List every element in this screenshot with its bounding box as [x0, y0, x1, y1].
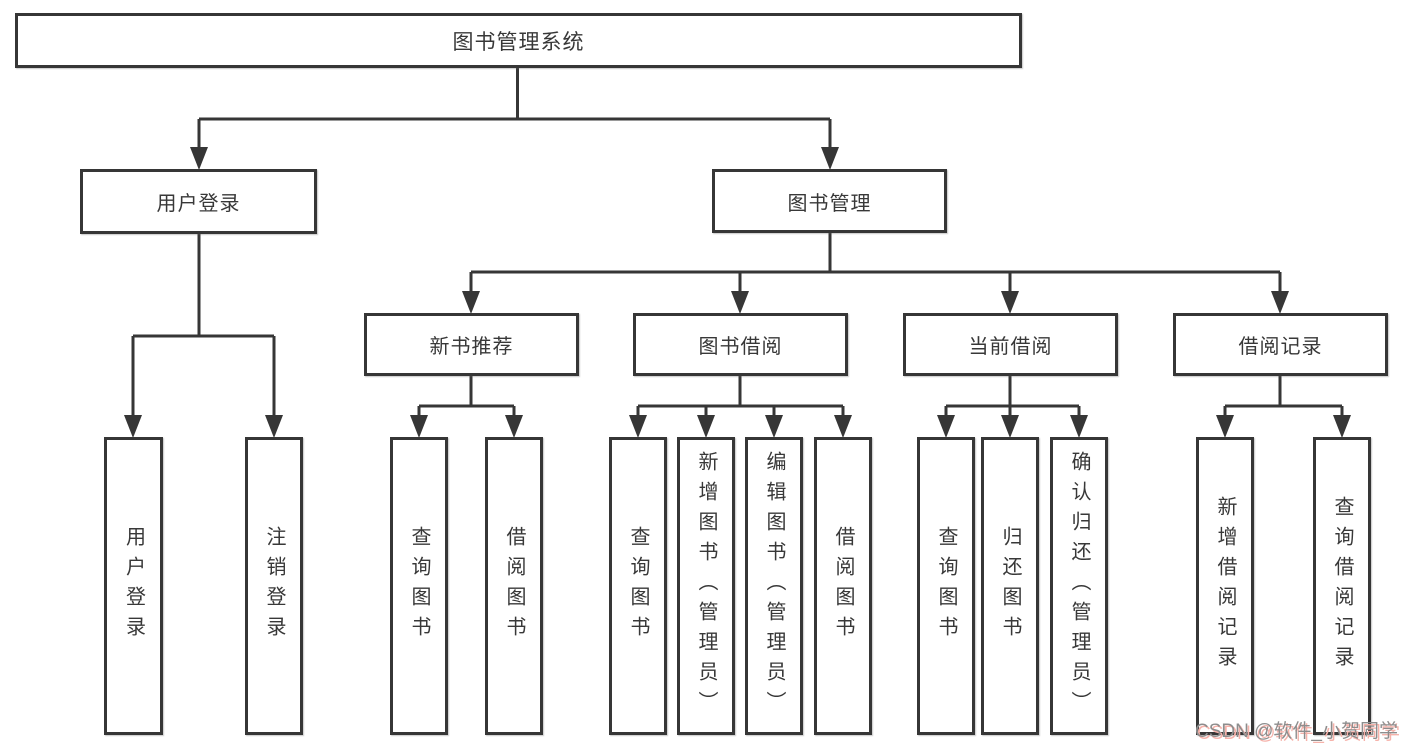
leaf-query-books-recommend: 查询图书: [390, 437, 448, 735]
connector-borrow-record-to-leaves: [1223, 376, 1344, 417]
arrowhead-icon: [1001, 291, 1019, 314]
node-label: 图书管理: [787, 192, 872, 215]
leaf-borrow-books-recommend: 借阅图书: [485, 437, 543, 735]
node-label: 新增借阅记录: [1214, 496, 1236, 676]
node-label: 图书管理系统: [452, 30, 585, 54]
arrowhead-icon: [265, 415, 283, 438]
leaf-add-borrow-record: 新增借阅记录: [1196, 437, 1254, 735]
leaf-return-books: 归还图书: [981, 437, 1039, 735]
leaf-borrow-books-borrowing: 借阅图书: [814, 437, 872, 735]
node-label: 查询图书: [627, 526, 649, 646]
arrowhead-icon: [821, 147, 839, 170]
node-book-borrowing: 图书借阅: [633, 313, 848, 376]
node-label: 借阅图书: [503, 526, 525, 646]
arrowhead-icon: [629, 415, 647, 438]
node-label: 用户登录: [156, 193, 241, 215]
connector-book-mgmt-to-level3: [469, 233, 1282, 291]
arrowhead-icon: [765, 415, 783, 438]
node-label: 查询图书: [408, 526, 430, 646]
connector-book-borrow-to-leaves: [636, 376, 845, 417]
node-label: 新增图书（管理员）: [695, 451, 717, 721]
arrowhead-icon: [731, 291, 749, 314]
leaf-query-borrow-record: 查询借阅记录: [1313, 437, 1371, 735]
node-new-book-recommendation: 新书推荐: [364, 313, 579, 376]
node-label: 编辑图书（管理员）: [763, 451, 785, 721]
arrowhead-icon: [697, 415, 715, 438]
arrowhead-icon: [505, 415, 523, 438]
arrowhead-icon: [1001, 415, 1019, 438]
connector-new-book-to-leaves: [417, 376, 516, 417]
arrowhead-icon: [834, 415, 852, 438]
leaf-confirm-return-admin: 确认归还（管理员）: [1050, 437, 1108, 735]
node-label: 查询借阅记录: [1331, 496, 1353, 676]
node-label: 图书借阅: [698, 336, 783, 358]
node-library-management-system: 图书管理系统: [15, 13, 1022, 68]
connector-user-login-to-leaves: [131, 234, 276, 416]
connector-root-to-level2: [197, 67, 832, 148]
node-borrowing-records: 借阅记录: [1173, 313, 1388, 376]
arrowhead-icon: [1216, 415, 1234, 438]
arrowhead-icon: [1333, 415, 1351, 438]
arrowhead-icon: [1070, 415, 1088, 438]
arrowhead-icon: [410, 415, 428, 438]
node-label: 当前借阅: [968, 336, 1053, 358]
leaf-logout: 注销登录: [245, 437, 303, 735]
arrowhead-icon: [937, 415, 955, 438]
node-user-login: 用户登录: [80, 169, 317, 234]
node-current-borrowing: 当前借阅: [903, 313, 1118, 376]
node-label: 查询图书: [935, 526, 957, 646]
node-label: 注销登录: [263, 526, 285, 646]
leaf-query-books-current: 查询图书: [917, 437, 975, 735]
node-label: 新书推荐: [429, 336, 514, 358]
leaf-user-login: 用户登录: [104, 437, 163, 735]
leaf-add-books-admin: 新增图书（管理员）: [677, 437, 735, 735]
node-label: 归还图书: [999, 526, 1021, 646]
leaf-query-books-borrowing: 查询图书: [609, 437, 667, 735]
node-label: 确认归还（管理员）: [1068, 451, 1090, 721]
arrowhead-icon: [190, 147, 208, 170]
leaf-edit-books-admin: 编辑图书（管理员）: [745, 437, 803, 735]
arrowhead-icon: [1271, 291, 1289, 314]
csdn-watermark: CSDN @软件_小贺同学: [1195, 721, 1398, 742]
arrowhead-icon: [462, 291, 480, 314]
node-book-management: 图书管理: [712, 169, 947, 233]
connector-current-borrow-to-leaves: [944, 376, 1081, 417]
node-label: 用户登录: [122, 526, 145, 646]
node-label: 借阅图书: [832, 526, 854, 646]
node-label: 借阅记录: [1238, 336, 1323, 358]
arrowhead-icon: [124, 415, 142, 438]
